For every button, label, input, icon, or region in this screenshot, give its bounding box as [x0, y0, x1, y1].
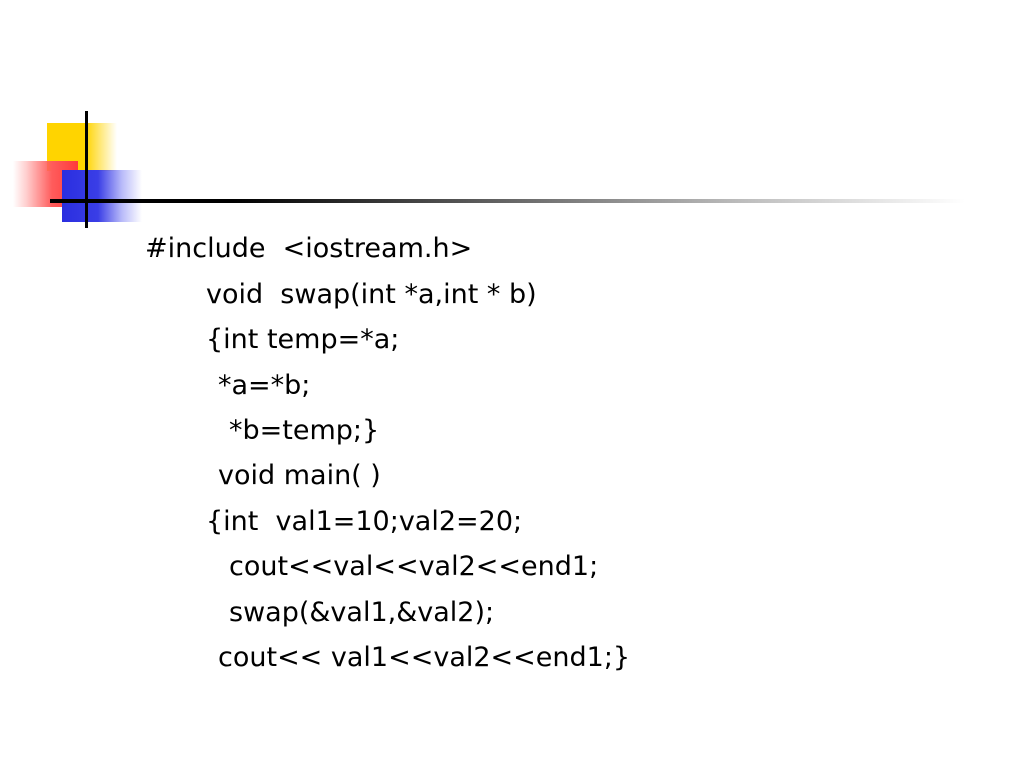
code-line: cout<< val1<<val2<<end1;} [218, 642, 631, 673]
code-line: *b=temp;} [229, 415, 380, 446]
code-line: {int temp=*a; [206, 324, 400, 355]
code-line: {int val1=10;val2=20; [206, 506, 523, 537]
code-line: cout<<val<<val2<<end1; [229, 551, 599, 582]
decorative-vertical-line [85, 111, 88, 228]
title-divider-line [50, 199, 965, 203]
code-line: #include <iostream.h> [145, 233, 473, 264]
decorative-blue-square [62, 170, 142, 222]
code-line: swap(&val1,&val2); [229, 597, 495, 628]
code-line: void main( ) [218, 460, 381, 491]
code-line: void swap(int *a,int * b) [206, 279, 537, 310]
code-line: *a=*b; [218, 370, 311, 401]
